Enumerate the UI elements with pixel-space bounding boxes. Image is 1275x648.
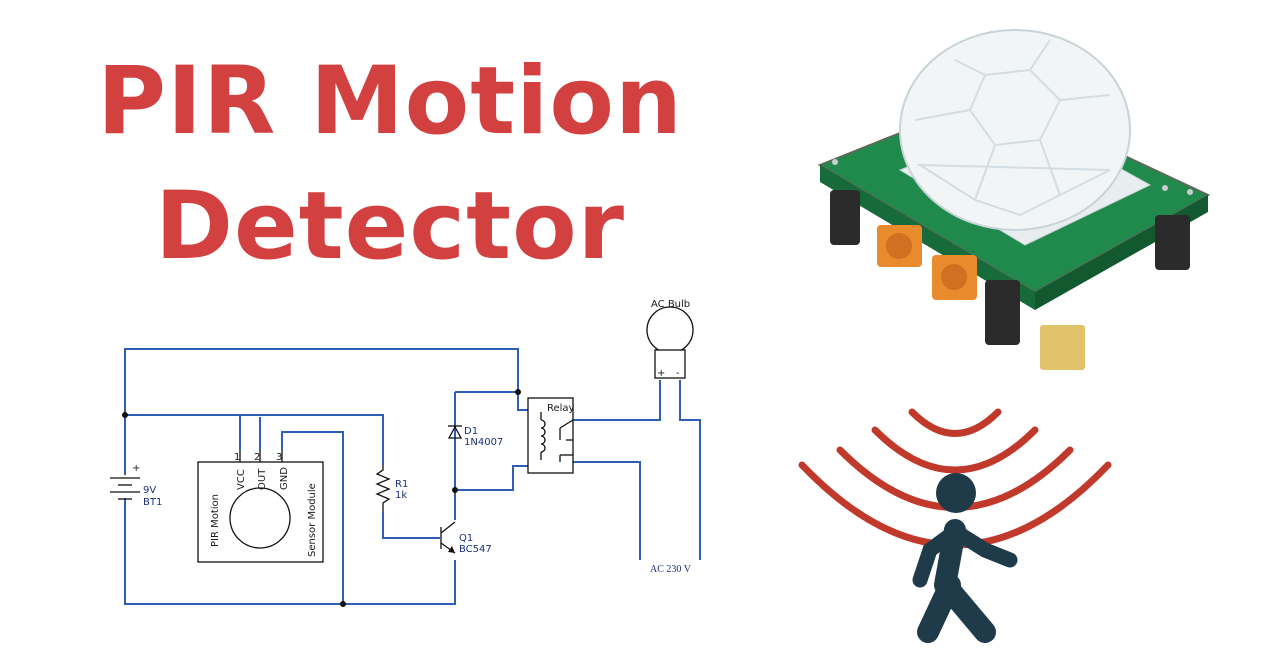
- pir-sensor-module: 1 2 3 VCC OUT GND PIR Motion Sensor Modu…: [197, 450, 324, 563]
- pin-gnd: GND: [279, 467, 290, 490]
- diode-value: 1N4007: [464, 437, 503, 448]
- wire-ac-b: [679, 380, 701, 560]
- wire-ground: [124, 498, 456, 605]
- pin-2: 2: [254, 452, 260, 463]
- battery-value: 9V: [143, 485, 156, 496]
- wire-relay-bottom: [455, 465, 528, 491]
- wire-bulb-l: [573, 380, 661, 421]
- diode-ref: D1: [464, 426, 478, 437]
- battery-plus: +: [132, 463, 140, 474]
- ac-bulb: AC Bulb + -: [646, 299, 694, 379]
- transistor-q1: Q1 BC547: [440, 521, 492, 555]
- junction-dot: [340, 601, 346, 607]
- junction-dot: [122, 412, 128, 418]
- relay-label: Relay: [547, 403, 575, 414]
- module-name-left: PIR Motion: [210, 494, 221, 547]
- wire-base: [382, 512, 440, 539]
- pin-3: 3: [276, 452, 282, 463]
- wire-ac-a: [573, 461, 641, 560]
- wire-vcc: [125, 414, 241, 450]
- resistor-ref: R1: [395, 479, 408, 490]
- pin-out: OUT: [257, 468, 268, 490]
- wire-relay-top: [455, 391, 528, 411]
- pir-sensor-module-icon: [817, 29, 1211, 370]
- title-line-1: PIR Motion: [97, 47, 683, 156]
- relay: Relay: [527, 397, 575, 474]
- wire-top-rail: [124, 348, 519, 415]
- junction-dot: [515, 389, 521, 395]
- module-name-right: Sensor Module: [307, 483, 318, 557]
- wire-r1-top: [240, 414, 384, 465]
- bulb-minus: -: [676, 368, 680, 379]
- battery-bt1: + 9V BT1: [110, 463, 162, 508]
- bulb-plus: +: [657, 368, 665, 379]
- diode-d1: D1 1N4007: [447, 425, 503, 448]
- title-line-2: Detector: [154, 172, 626, 281]
- resistor-value: 1k: [395, 490, 407, 501]
- transistor-ref: Q1: [459, 533, 473, 544]
- battery-ref: BT1: [143, 497, 162, 508]
- motion-waves-person-icon: [798, 408, 1112, 643]
- transistor-value: BC547: [459, 544, 492, 555]
- wires: [122, 348, 701, 607]
- pin-vcc: VCC: [236, 469, 247, 490]
- pin-1: 1: [234, 452, 240, 463]
- ac-supply-label: AC 230 V: [650, 564, 692, 575]
- wire-gnd: [281, 431, 344, 604]
- bulb-label: AC Bulb: [651, 299, 690, 310]
- junction-dot: [452, 487, 458, 493]
- resistor-r1: R1 1k: [375, 465, 408, 512]
